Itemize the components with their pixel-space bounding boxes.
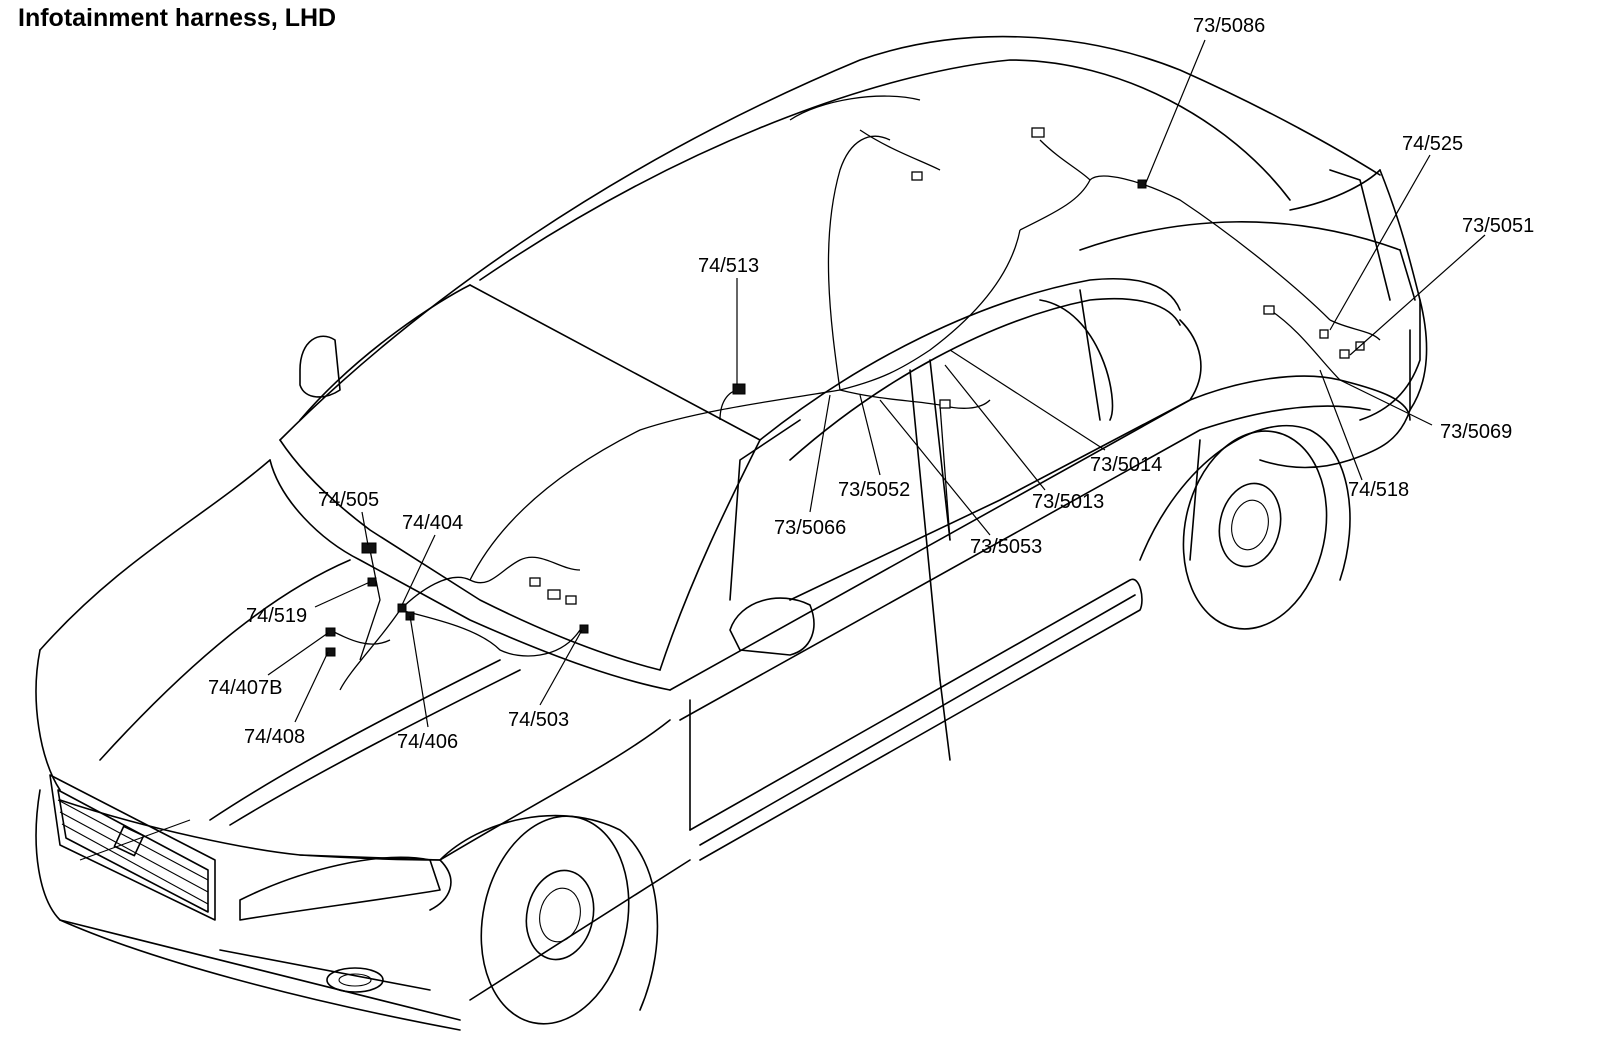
label-74-404: 74/404 [402,512,463,534]
label-74-406: 74/406 [397,731,458,753]
label-73-5066: 73/5066 [774,517,846,539]
label-74-408: 74/408 [244,726,305,748]
label-74-407B: 74/407B [208,677,283,699]
label-74-513: 74/513 [698,255,759,277]
label-74-518: 74/518 [1348,479,1409,501]
label-74-519: 74/519 [246,605,307,627]
label-73-5069: 73/5069 [1440,421,1512,443]
car-body [35,35,1428,1031]
label-74-505: 74/505 [318,489,379,511]
label-73-5051: 73/5051 [1462,215,1534,237]
label-74-525: 74/525 [1402,133,1463,155]
label-73-5053: 73/5053 [970,536,1042,558]
infotainment-harness [329,95,1381,691]
label-73-5014: 73/5014 [1090,454,1162,476]
label-73-5086: 73/5086 [1193,15,1265,37]
leader-lines [267,39,1486,728]
callout-labels: 73/5086 74/525 73/5051 74/513 73/5069 73… [208,15,1534,753]
label-73-5013: 73/5013 [1032,491,1104,513]
harness-connectors [325,127,1365,657]
label-74-503: 74/503 [508,709,569,731]
label-73-5052: 73/5052 [838,479,910,501]
diagram-title: Infotainment harness, LHD [18,4,337,32]
